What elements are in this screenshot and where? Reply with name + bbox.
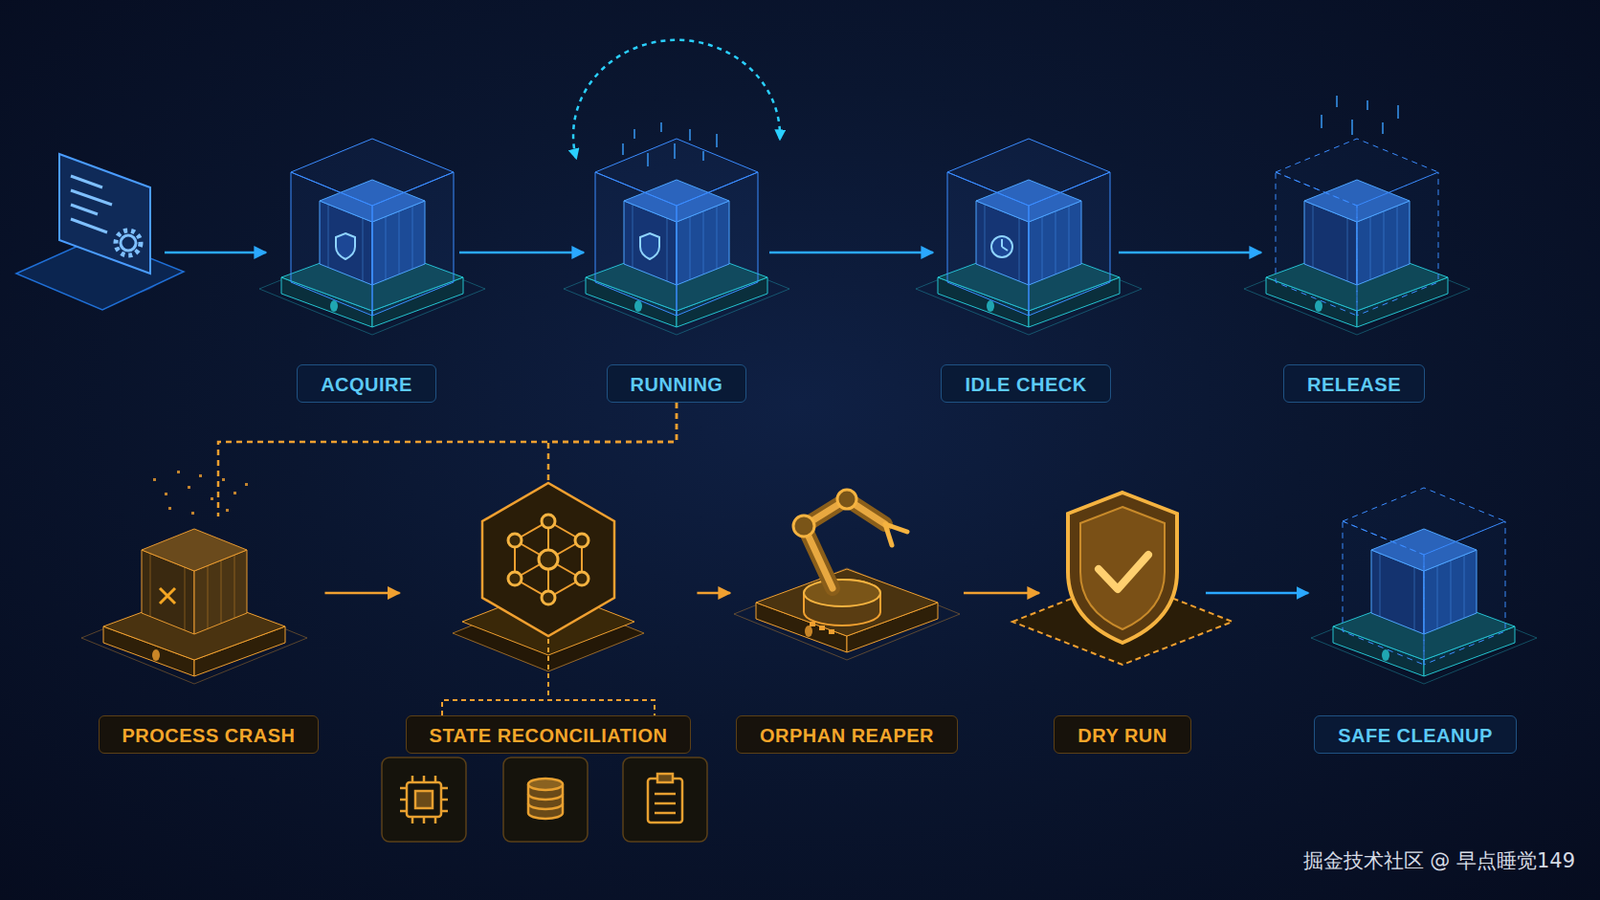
flow-arrow [696,592,731,596]
stage-label: ORPHAN REAPER [735,715,958,755]
flow-arrow [324,592,400,596]
flow-arrow [769,251,934,255]
stage-node: DRY RUN [1041,507,1204,755]
flow-arrow [548,402,677,482]
stage-label: RUNNING [606,364,748,403]
stage-node: STATE RECONCILIATION [401,481,696,755]
watermark: 掘金技术社区 @ 早点睡觉149 [1303,847,1576,875]
stage-label: ACQUIRE [296,364,437,403]
stage-node: ACQUIRE [275,143,458,403]
stage-node: RELEASE [1263,143,1445,403]
stage-label: DRY RUN [1053,715,1192,755]
flow-arrow [459,251,584,255]
stage-node: RUNNING [585,143,768,403]
flow-arrow [963,592,1040,596]
stage-node: IDLE CHECK [934,143,1117,403]
stage-label: PROCESS CRASH [98,715,320,755]
stage-node: ORPHAN REAPER [732,516,962,755]
stage-label: IDLE CHECK [940,364,1111,403]
stage-label: STATE RECONCILIATION [405,715,692,755]
flow-arrow [1205,592,1309,596]
stage-node: PROCESS CRASH [94,516,324,755]
stage-node: SAFE CLEANUP [1310,516,1521,755]
flow-arrow [1118,251,1262,255]
stage-label: RELEASE [1283,364,1425,403]
flow-arrow [218,402,677,517]
stage-label: SAFE CLEANUP [1313,715,1517,755]
